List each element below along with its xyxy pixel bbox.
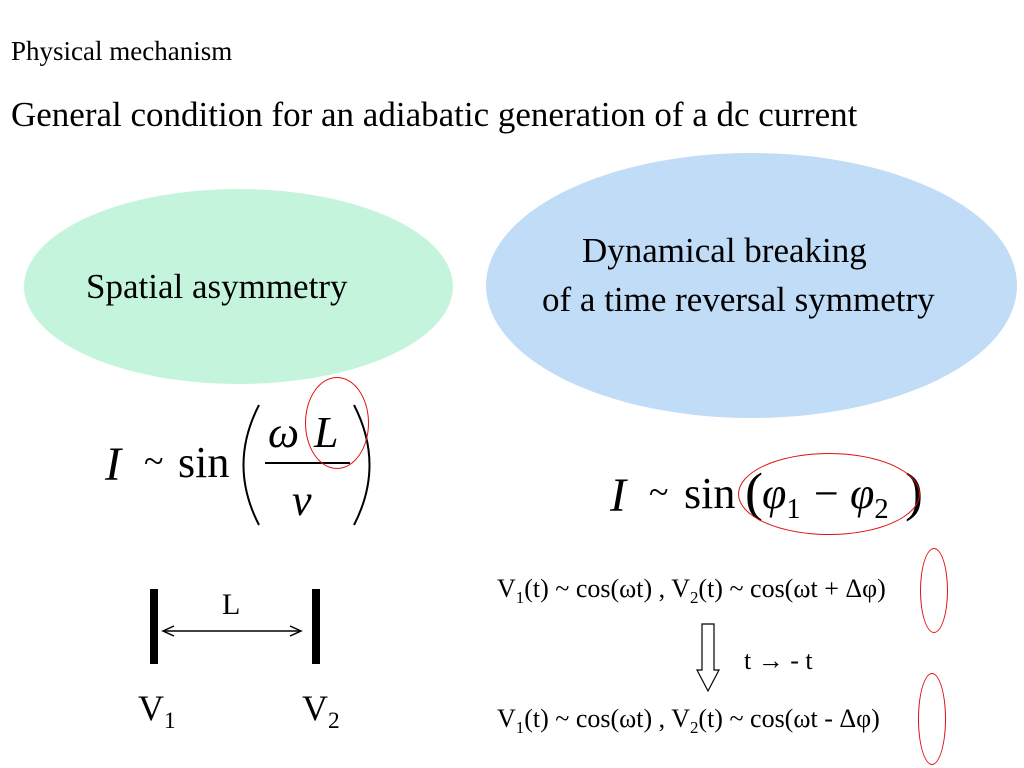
v2-label: V2 xyxy=(302,688,340,735)
right-formula-current: I xyxy=(610,469,626,522)
left-formula-velocity: v xyxy=(292,476,312,525)
highlight-ring-plus-sign xyxy=(920,548,948,633)
left-formula-tilde: ~ xyxy=(144,441,164,481)
left-formula-current: I xyxy=(105,438,121,491)
equation-forward-sign: + xyxy=(824,574,839,603)
right-formula-tilde: ~ xyxy=(649,472,669,512)
spatial-asymmetry-ellipse: Spatial asymmetry xyxy=(24,189,453,384)
distance-arrow-left-head xyxy=(161,625,175,637)
time-reversal-transform: t → - t xyxy=(744,646,813,675)
spatial-asymmetry-label: Spatial asymmetry xyxy=(86,267,348,306)
highlight-ring-phase-difference xyxy=(738,453,920,535)
v1-label: V1 xyxy=(138,688,176,735)
down-arrow-icon xyxy=(696,623,720,693)
distance-arrow-right-head xyxy=(289,625,303,637)
time-reversal-line1: Dynamical breaking xyxy=(582,231,867,270)
left-formula-sin: sin xyxy=(178,438,230,487)
slide-subtitle: General condition for an adiabatic gener… xyxy=(11,95,858,134)
left-formula-omega: ω xyxy=(268,408,300,457)
equation-reversed: V1(t) ~ cos(ωt) , V2(t) ~ cos(ωt - Δφ) xyxy=(497,704,880,737)
slide-title: Physical mechanism xyxy=(11,36,233,66)
highlight-ring-minus-sign xyxy=(918,673,946,765)
plate-v2 xyxy=(312,589,320,664)
equation-reversed-sign: - xyxy=(824,704,833,733)
plate-v1 xyxy=(150,589,158,664)
time-reversal-ellipse: Dynamical breaking of a time reversal sy… xyxy=(486,153,1017,418)
left-formula-left-paren xyxy=(242,404,260,526)
right-formula-sin: sin xyxy=(684,469,736,518)
distance-label: L xyxy=(222,588,241,621)
time-reversal-line2: of a time reversal symmetry xyxy=(542,280,935,319)
highlight-ring-length xyxy=(305,377,369,469)
equation-forward: V1(t) ~ cos(ωt) , V2(t) ~ cos(ωt + Δφ) xyxy=(497,574,886,607)
